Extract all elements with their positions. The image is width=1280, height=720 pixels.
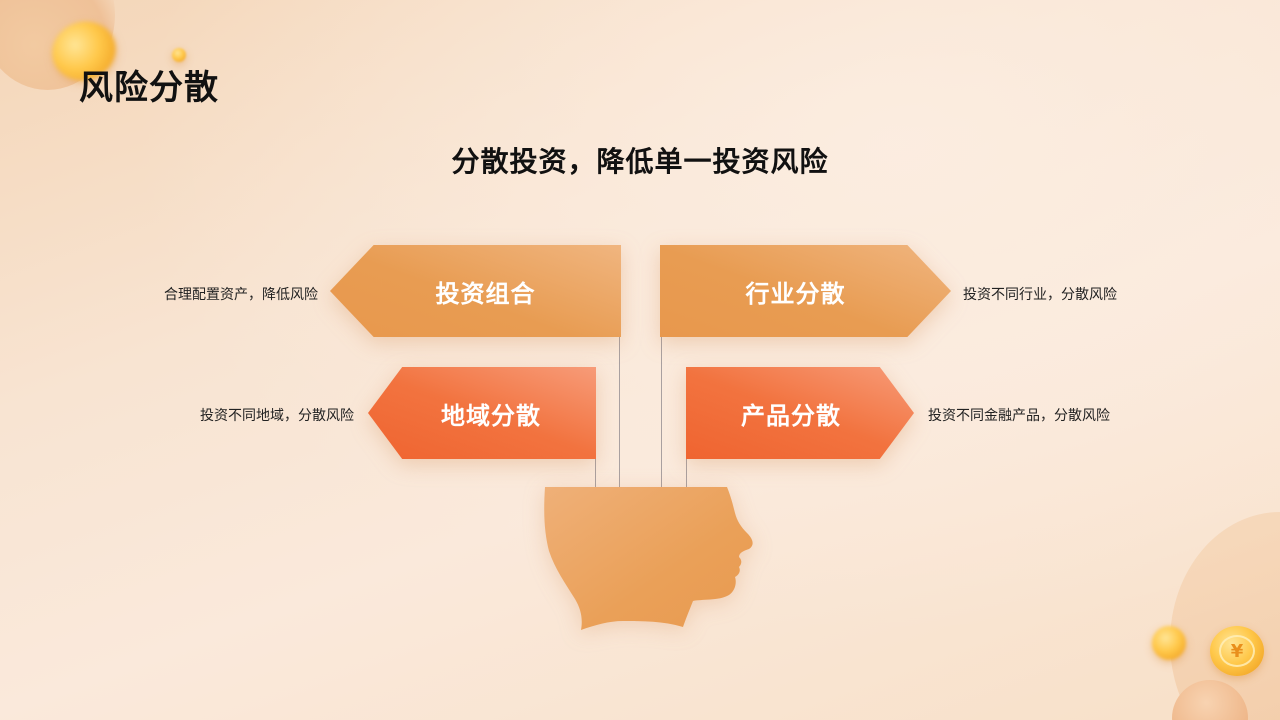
arrow-shape — [330, 245, 621, 337]
coin-icon — [172, 48, 186, 62]
branch-description-industry: 投资不同行业，分散风险 — [963, 287, 1117, 303]
arrow-shape — [660, 245, 951, 337]
branch-arrow-industry: 行业分散 — [660, 245, 951, 337]
yuan-coin-icon: ¥ — [1210, 626, 1264, 676]
connector-line-region — [595, 459, 596, 487]
branch-label: 产品分散 — [741, 401, 841, 430]
yuan-symbol: ¥ — [1230, 640, 1244, 662]
branch-arrow-portfolio: 投资组合 — [330, 245, 621, 337]
branch-arrow-region: 地域分散 — [368, 367, 596, 459]
slide-subtitle: 分散投资，降低单一投资风险 — [451, 145, 829, 178]
connector-line-product — [686, 459, 687, 487]
human-head-silhouette-icon — [544, 487, 753, 630]
branch-label: 投资组合 — [435, 279, 536, 308]
branch-arrow-product: 产品分散 — [686, 367, 914, 459]
page-title: 风险分散 — [79, 68, 219, 108]
branch-description-region: 投资不同地域，分散风险 — [200, 408, 354, 424]
connector-line-portfolio — [619, 337, 620, 487]
branch-label: 行业分散 — [745, 279, 846, 308]
arrow-shape — [368, 367, 596, 459]
branch-description-product: 投资不同金融产品，分散风险 — [928, 408, 1110, 424]
connector-line-industry — [661, 337, 662, 487]
branch-description-portfolio: 合理配置资产，降低风险 — [164, 287, 318, 303]
arrow-shape — [686, 367, 914, 459]
branch-label: 地域分散 — [441, 401, 541, 430]
coin-icon — [1152, 626, 1186, 660]
